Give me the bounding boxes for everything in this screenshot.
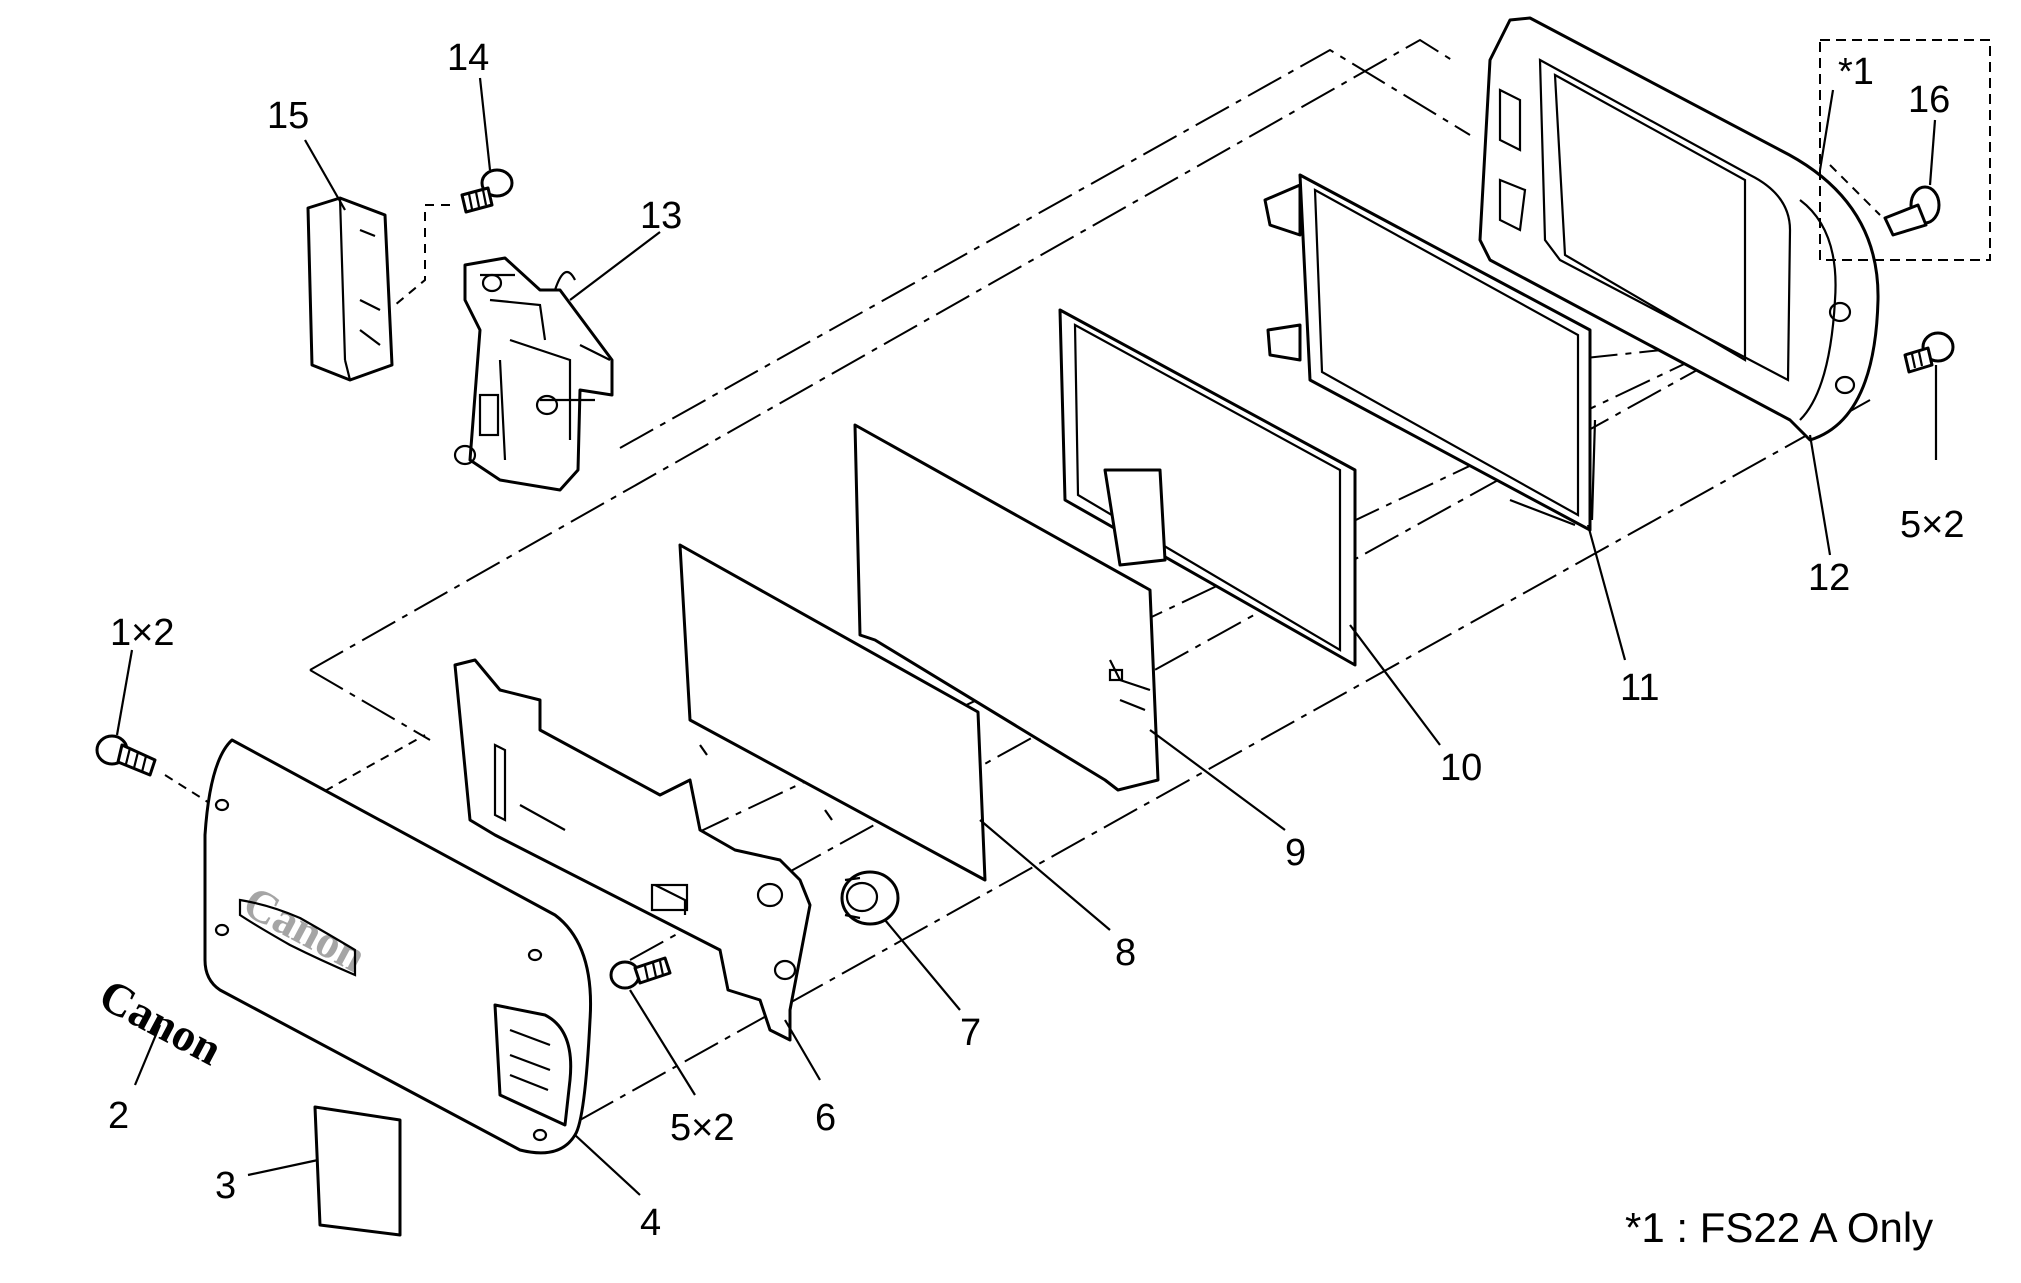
callout-11: 11 xyxy=(1620,667,1659,709)
callout-5-rear: 5×2 xyxy=(1900,504,1964,546)
part-8-sheet xyxy=(678,543,987,882)
callout-15: 15 xyxy=(267,95,309,137)
callout-4: 4 xyxy=(640,1202,661,1244)
part-7-dial xyxy=(840,870,900,926)
part-15-hinge-cover xyxy=(306,196,394,382)
part-10-lcd-panel xyxy=(1058,308,1357,667)
part-14-screw xyxy=(460,168,514,214)
part-9-reflector-sheet xyxy=(853,423,1160,792)
part-3-label-sheet xyxy=(313,1105,402,1237)
callout-12: 12 xyxy=(1808,557,1850,599)
part-12-rear-frame xyxy=(1478,16,1880,442)
callout-6: 6 xyxy=(815,1097,836,1139)
part-5-screw-rear xyxy=(1903,331,1955,374)
leader-lines xyxy=(115,77,1938,1196)
callout-7: 7 xyxy=(960,1012,981,1054)
callout-1: 1×2 xyxy=(110,612,174,654)
part-1-screw xyxy=(95,734,157,777)
callout-8: 8 xyxy=(1115,932,1136,974)
part-5-screw-front xyxy=(609,956,672,990)
footnote: *1 : FS22 A Only xyxy=(1625,1204,1933,1251)
callout-16: 16 xyxy=(1908,79,1950,121)
callout-3: 3 xyxy=(215,1165,236,1207)
part-callouts: 1×2 2 3 4 5×2 6 7 8 9 10 11 12 13 14 15 … xyxy=(108,37,1964,1244)
callout-9: 9 xyxy=(1285,832,1306,874)
part-4-front-panel: Canon xyxy=(203,738,593,1155)
part-16-screw xyxy=(1819,39,1991,261)
callout-5-front: 5×2 xyxy=(670,1107,734,1149)
part-2-canon-logo: Canon xyxy=(91,969,230,1075)
callout-10: 10 xyxy=(1440,747,1482,789)
part-13-hinge-assembly xyxy=(453,256,614,492)
part-6-circuit-board xyxy=(453,658,812,1042)
callout-box-marker: *1 xyxy=(1838,51,1874,93)
callout-2: 2 xyxy=(108,1095,129,1137)
callout-13: 13 xyxy=(640,195,682,237)
canon-logo-text: Canon xyxy=(91,969,230,1075)
callout-14: 14 xyxy=(447,37,489,79)
